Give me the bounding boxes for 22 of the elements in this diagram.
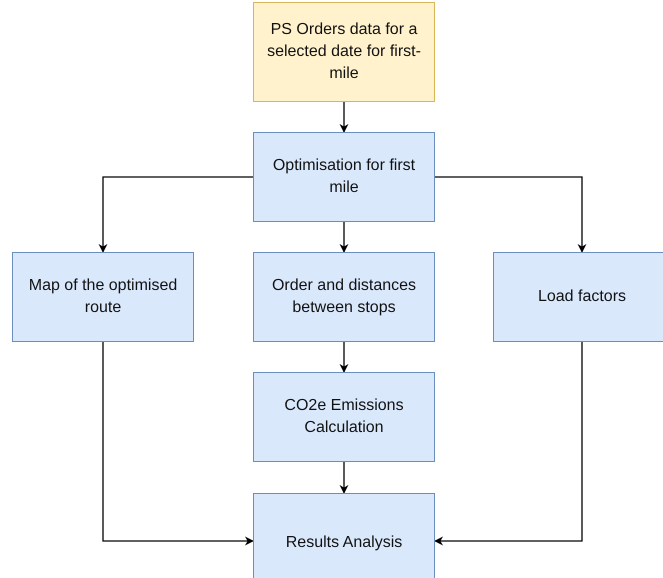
- box-label: Map of the optimised route: [28, 276, 178, 318]
- input-box: [253, 2, 435, 102]
- process-box: [493, 252, 663, 342]
- arrow: [102, 342, 254, 546]
- arrow: [340, 462, 348, 494]
- box-label: Optimisation for first mile: [272, 156, 416, 198]
- arrow: [98, 176, 253, 253]
- box-label: Load factors: [538, 287, 626, 307]
- box-label: PS Orders data for a selected date for first-mile: [266, 20, 422, 84]
- arrow: [340, 342, 348, 373]
- arrow: [434, 342, 583, 546]
- process-box: [253, 372, 435, 462]
- arrow: [340, 222, 348, 253]
- arrow: [435, 176, 586, 253]
- box-label: Results Analysis: [286, 533, 402, 553]
- box-label: CO2e Emissions Calculation: [283, 396, 405, 438]
- box-label: Order and distances between stops: [270, 276, 418, 318]
- process-box: [253, 132, 435, 222]
- process-box: [253, 493, 435, 578]
- process-box: [253, 252, 435, 342]
- process-box: [12, 252, 194, 342]
- arrow: [340, 102, 348, 133]
